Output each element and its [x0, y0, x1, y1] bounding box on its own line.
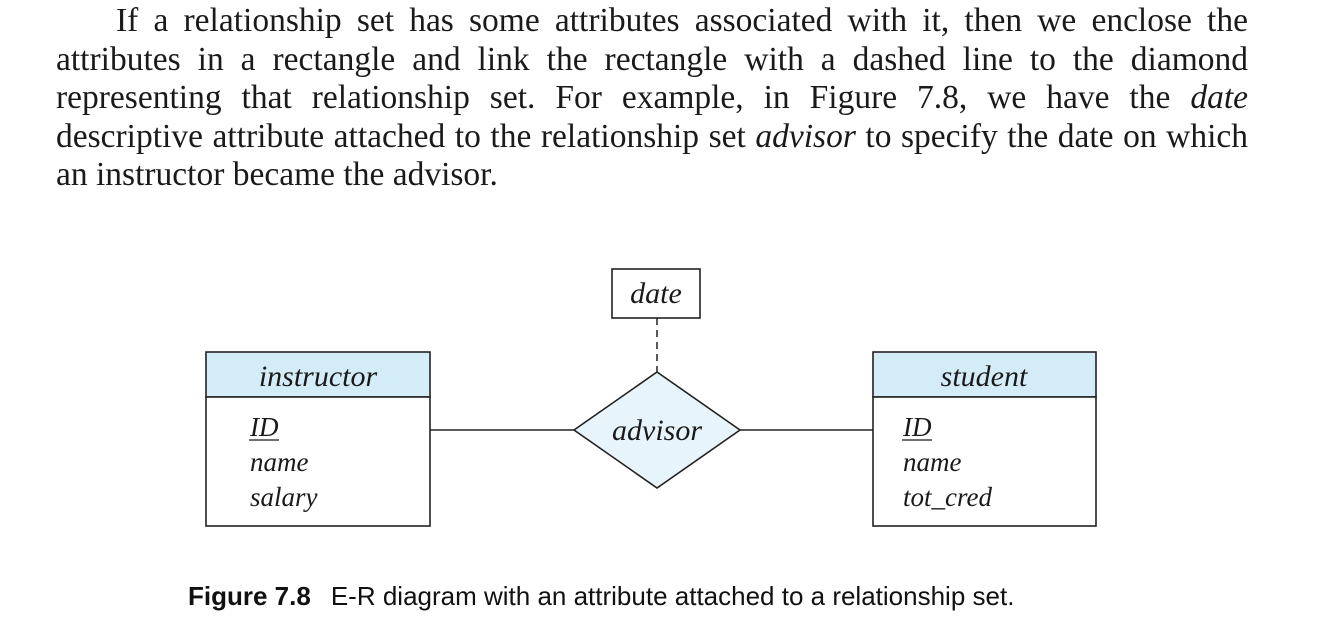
instructor-attr-id: ID: [249, 412, 279, 442]
instructor-header: [205, 351, 431, 398]
paragraph-italic-date: date: [1190, 79, 1248, 116]
student-entity-name: student: [941, 360, 1028, 393]
instructor-entity-name: instructor: [259, 360, 378, 393]
entity-student: student ID name tot_cred: [872, 351, 1097, 527]
instructor-attr-salary: salary: [250, 482, 318, 512]
advisor-diamond-shape: [572, 371, 742, 489]
figure-caption-label: Figure 7.8: [188, 581, 311, 611]
student-attr-id: ID: [902, 412, 932, 442]
paragraph-text-3: to specify the date on which an instruct…: [56, 117, 1249, 194]
date-attribute-rect: [611, 268, 701, 319]
student-header: [872, 351, 1097, 398]
paragraph-text-2: descriptive attribute attached to the re…: [56, 117, 756, 155]
instructor-attr-name: name: [250, 447, 308, 477]
instructor-body: [205, 396, 431, 527]
date-attribute-label: date: [630, 277, 682, 310]
entity-instructor: instructor ID name salary: [205, 351, 431, 527]
relationship-attribute-box: date: [611, 268, 701, 319]
figure-caption-text: E-R diagram with an attribute attached t…: [330, 581, 1015, 611]
relationship-diamond: advisor: [572, 371, 742, 489]
figure-caption: Figure 7.8 E-R diagram with an attribute …: [188, 578, 1014, 614]
student-attr-tot-cred: tot_cred: [903, 482, 992, 512]
body-paragraph: If a relationship set has some attribute…: [56, 2, 1248, 195]
paragraph-italic-advisor: advisor: [755, 117, 856, 155]
paragraph-text-1: If a relationship set has some attribute…: [56, 2, 1248, 116]
student-attr-name: name: [903, 447, 961, 477]
student-body: [872, 396, 1097, 527]
advisor-relationship-label: advisor: [612, 414, 702, 447]
